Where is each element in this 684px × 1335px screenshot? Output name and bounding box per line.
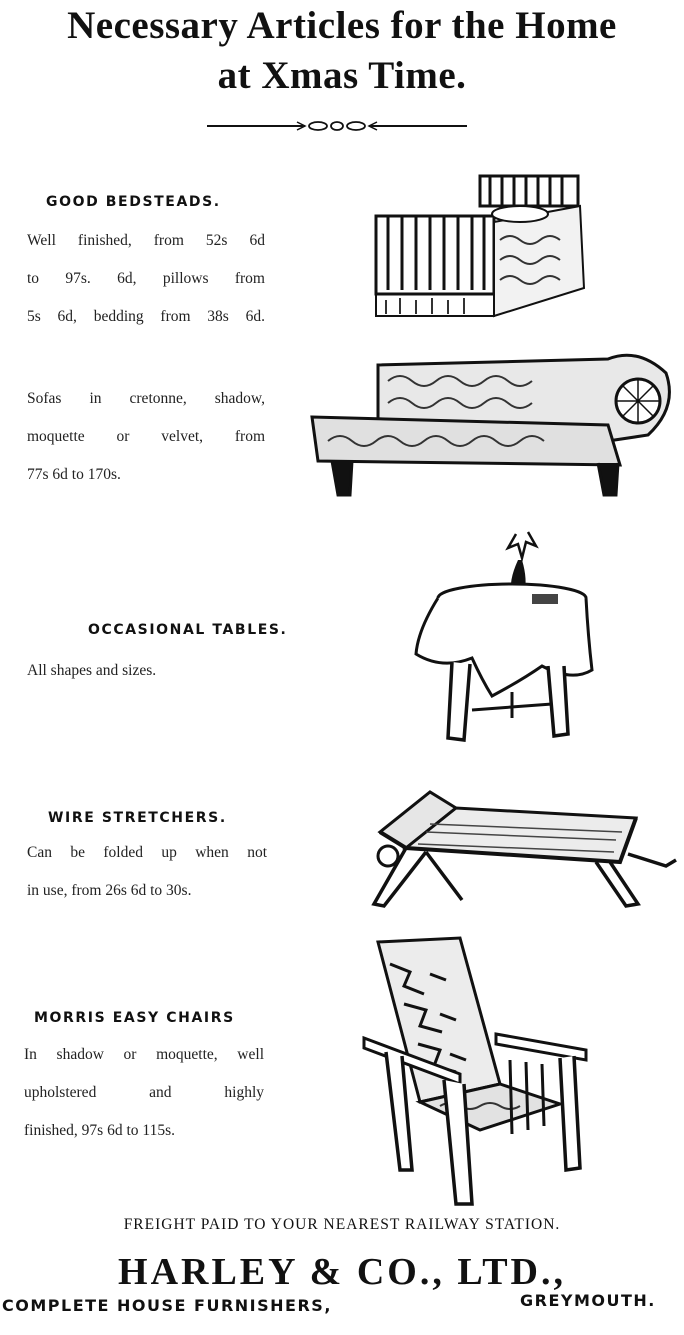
- text-line: Sofas in cretonne, shadow,: [27, 390, 265, 407]
- chair-illustration: [360, 934, 596, 1209]
- stretcher-illustration: [366, 782, 682, 912]
- text-line: 77s 6d to 170s.: [27, 466, 121, 483]
- text-line: upholstered and highly: [24, 1084, 264, 1101]
- page-title-line2: at Xmas Time.: [217, 54, 467, 97]
- text-wire-stretchers: Can be folded up when not in use, from 2…: [27, 834, 267, 910]
- heading-bedsteads: GOOD BEDSTEADS.: [46, 194, 221, 210]
- text-line: moquette or velvet, from: [27, 428, 265, 445]
- text-line: All shapes and sizes.: [27, 662, 157, 679]
- heading-occasional-tables: OCCASIONAL TABLES.: [88, 622, 288, 638]
- text-line: 5s 6d, bedding from 38s 6d.: [27, 308, 265, 325]
- company-name: HARLEY & CO., LTD.,: [118, 1251, 566, 1293]
- heading-wire-stretchers: WIRE STRETCHERS.: [48, 810, 227, 826]
- text-bedsteads: Well finished, from 52s 6d to 97s. 6d, p…: [27, 222, 265, 336]
- text-line: Well finished, from 52s 6d: [27, 232, 265, 249]
- freight-notice: FREIGHT PAID TO YOUR NEAREST RAILWAY STA…: [123, 1216, 561, 1233]
- text-line: finished, 97s 6d to 115s.: [24, 1122, 175, 1139]
- ornamental-divider: [205, 118, 470, 134]
- heading-morris-easy-chairs: MORRIS EASY CHAIRS: [34, 1010, 235, 1026]
- text-morris-easy-chairs: In shadow or moquette, well upholstered …: [24, 1036, 264, 1150]
- text-occasional-tables: All shapes and sizes.: [27, 652, 267, 690]
- text-line: to 97s. 6d, pillows from: [27, 270, 265, 287]
- company-tagline: COMPLETE HOUSE FURNISHERS,: [2, 1296, 332, 1315]
- text-line: in use, from 26s 6d to 30s.: [27, 882, 192, 899]
- bedstead-illustration: [370, 170, 588, 325]
- text-sofas: Sofas in cretonne, shadow, moquette or v…: [27, 380, 265, 494]
- text-line: Can be folded up when not: [27, 844, 267, 861]
- sofa-illustration: [308, 345, 674, 505]
- company-location: GREYMOUTH.: [520, 1291, 656, 1310]
- table-illustration: [412, 530, 596, 745]
- page-title-line1: Necessary Articles for the Home: [67, 4, 617, 47]
- text-line: In shadow or moquette, well: [24, 1046, 264, 1063]
